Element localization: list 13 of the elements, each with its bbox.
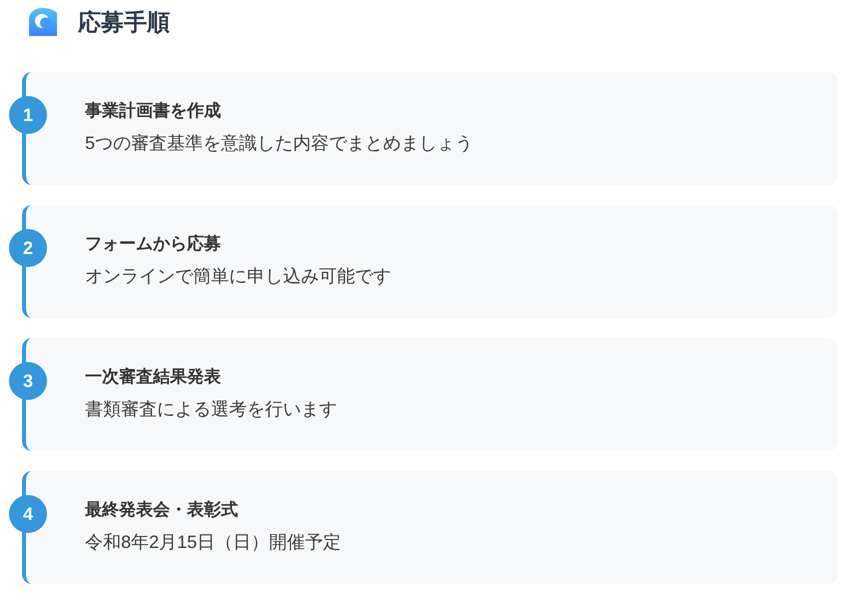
step-card (22, 72, 838, 185)
step-title: 最終発表会・表彰式 (85, 499, 238, 521)
step-description: 書類審査による選考を行います (85, 398, 337, 421)
step-description: オンラインで簡単に申し込み可能です (85, 265, 391, 288)
step-description: 令和8年2月15日（日）開催予定 (85, 531, 342, 554)
page-title: 応募手順 (78, 8, 170, 36)
step-description: 5つの審査基準を意識した内容でまとめましょう (85, 132, 474, 155)
step-card (22, 471, 838, 584)
step-title: 一次審査結果発表 (85, 366, 221, 388)
step-card (22, 338, 838, 451)
step-title: 事業計画書を作成 (85, 100, 221, 122)
step-card (22, 205, 838, 318)
step-title: フォームから応募 (85, 233, 221, 255)
